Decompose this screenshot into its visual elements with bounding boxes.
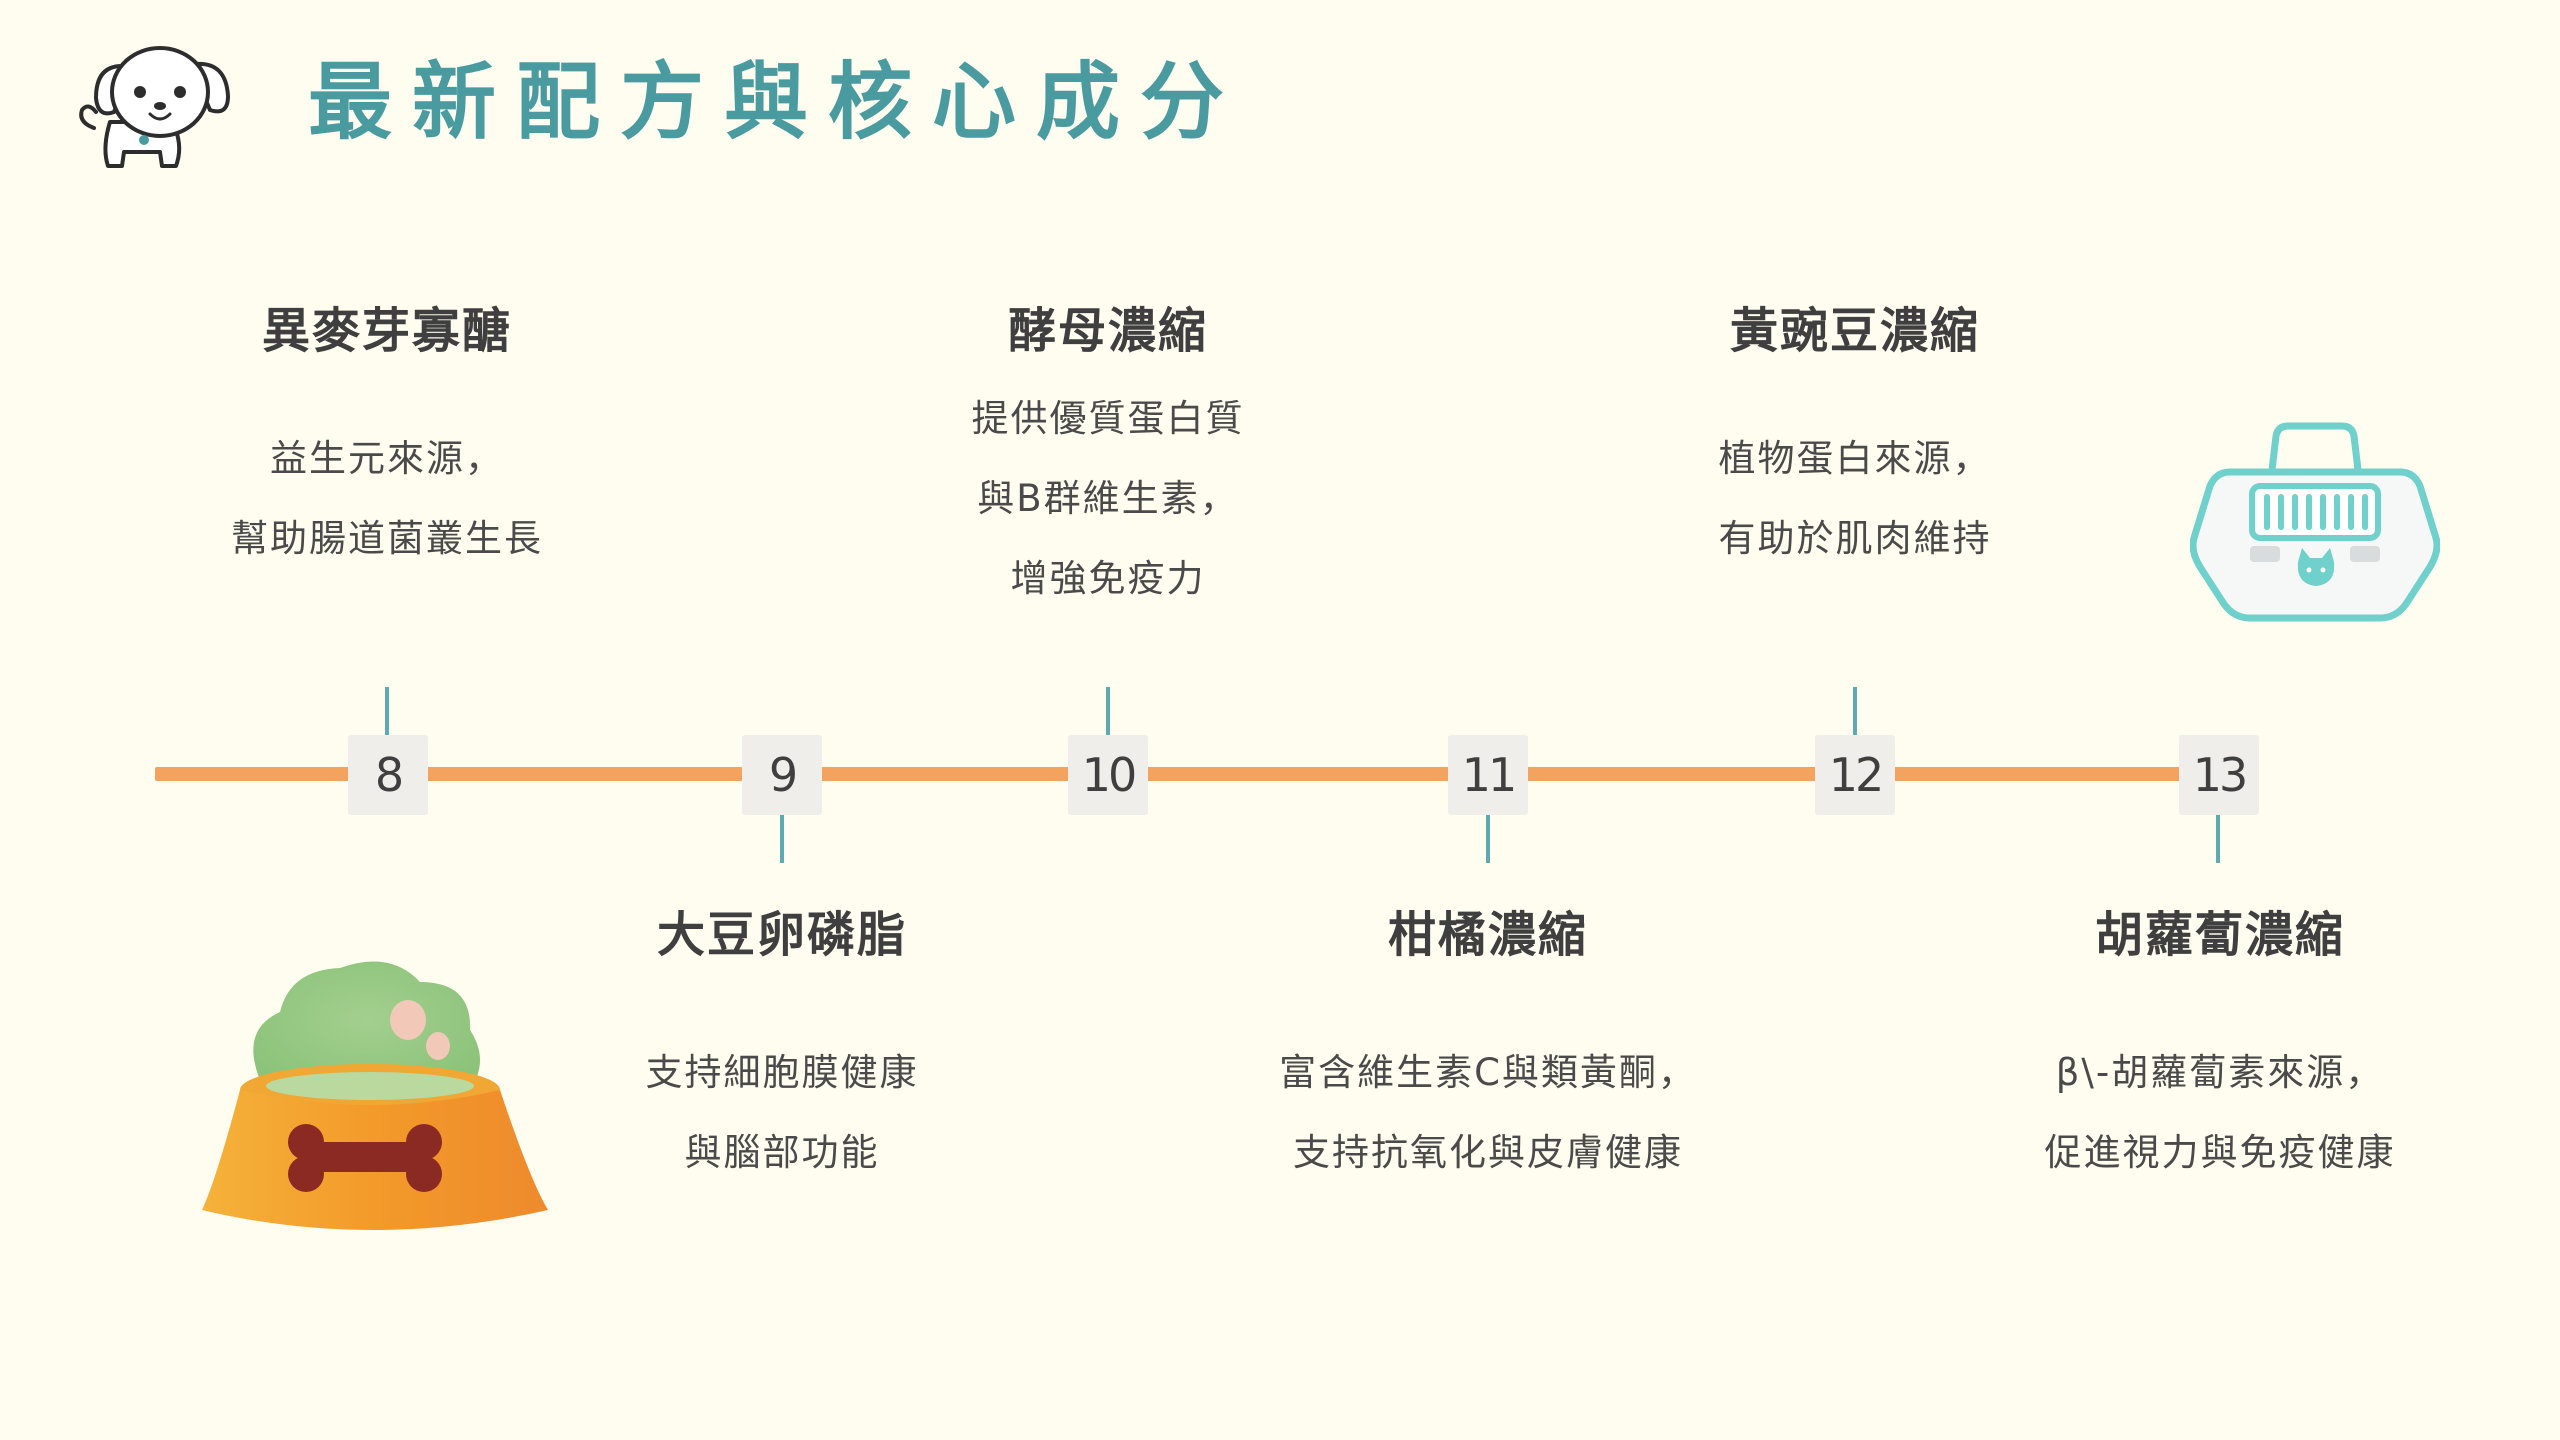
ingredient-description-line: 益生元來源，	[270, 436, 504, 480]
ingredient-description-line: 富含維生素C與類黃酮，	[1279, 1050, 1697, 1094]
ingredient-description-line: 與B群維生素，	[977, 476, 1239, 520]
pet-carrier-icon	[2190, 422, 2440, 622]
ingredient-description-line: 支持抗氧化與皮膚健康	[1293, 1130, 1683, 1174]
ingredient-description-line: 與腦部功能	[684, 1130, 880, 1174]
ingredient-title: 柑橘濃縮	[1387, 907, 1588, 963]
timeline-node-11: 11	[1448, 735, 1528, 815]
timeline-node-12: 12	[1815, 735, 1895, 815]
connector-13	[2216, 815, 2220, 863]
ingredient-item-8: 異麥芽寡醣 益生元來源， 幫助腸道菌叢生長	[157, 303, 617, 579]
dog-food-bowl-icon	[202, 961, 548, 1230]
ingredient-description-line: 有助於肌肉維持	[1718, 516, 1992, 560]
timeline-line	[155, 767, 2255, 781]
timeline-node-8: 8	[348, 735, 428, 815]
connector-11	[1486, 815, 1490, 863]
ingredient-item-13: 胡蘿蔔濃縮 β\-胡蘿蔔素來源， 促進視力與免疫健康	[1990, 907, 2450, 1193]
ingredient-description-line: 支持細胞膜健康	[645, 1050, 919, 1094]
connector-8	[385, 687, 389, 735]
ingredient-title: 異麥芽寡醣	[261, 303, 512, 359]
timeline-node-13: 13	[2179, 735, 2259, 815]
ingredient-description-line: 增強免疫力	[1010, 556, 1206, 600]
ingredient-description-line: 促進視力與免疫健康	[2044, 1130, 2396, 1174]
ingredient-item-10: 酵母濃縮 提供優質蛋白質 與B群維生素， 增強免疫力	[878, 303, 1338, 619]
ingredient-title: 酵母濃縮	[1007, 303, 1208, 359]
ingredient-description-line: β\-胡蘿蔔素來源，	[2055, 1050, 2385, 1094]
ingredient-description-line: 提供優質蛋白質	[971, 396, 1245, 440]
ingredient-item-9: 大豆卵磷脂 支持細胞膜健康 與腦部功能	[552, 907, 1012, 1193]
ingredient-title: 黃豌豆濃縮	[1729, 303, 1980, 359]
connector-10	[1106, 687, 1110, 735]
connector-12	[1853, 687, 1857, 735]
connector-9	[780, 815, 784, 863]
timeline-node-9: 9	[742, 735, 822, 815]
slide-title: 最新配方與核心成分	[308, 53, 1245, 151]
ingredient-title: 胡蘿蔔濃縮	[2094, 907, 2345, 963]
ingredient-description-line: 幫助腸道菌叢生長	[231, 516, 543, 560]
timeline-node-10: 10	[1068, 735, 1148, 815]
ingredient-item-12: 黃豌豆濃縮 植物蛋白來源， 有助於肌肉維持	[1625, 303, 2085, 579]
ingredient-title: 大豆卵磷脂	[656, 907, 907, 963]
ingredient-description-line: 植物蛋白來源，	[1718, 436, 1992, 480]
ingredient-item-11: 柑橘濃縮 富含維生素C與類黃酮， 支持抗氧化與皮膚健康	[1258, 907, 1718, 1193]
dog-mascot-icon	[79, 46, 230, 168]
